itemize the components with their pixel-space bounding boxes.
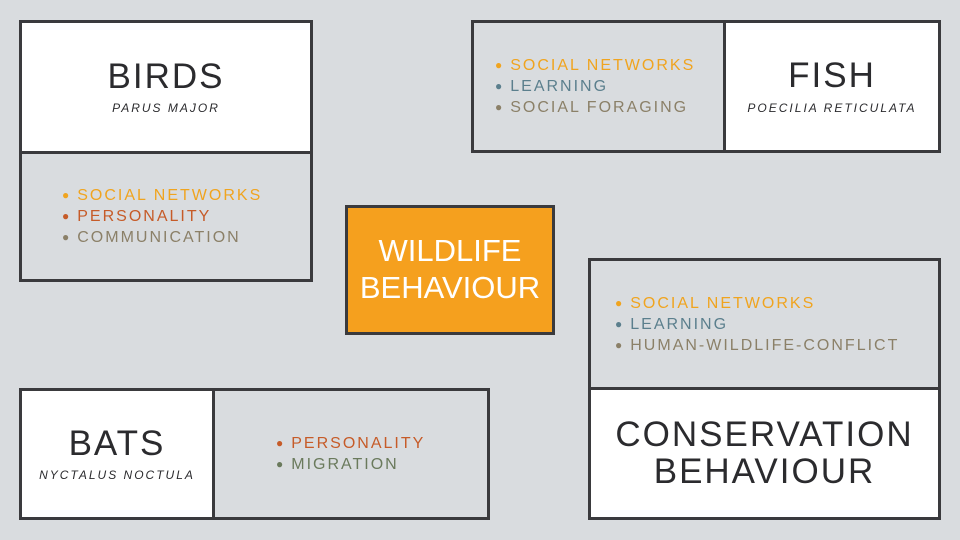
bullet-icon: ● [495, 79, 505, 93]
bats-title-cell: BATS NYCTALUS NOCTULA [22, 391, 215, 517]
list-item: ●SOCIAL FORAGING [495, 99, 689, 116]
list-item: ●SOCIAL NETWORKS [615, 294, 816, 312]
list-item: ●HUMAN-WILDLIFE-CONFLICT [615, 336, 900, 354]
conservation-topic-list: ●SOCIAL NETWORKS ●LEARNING ●HUMAN-WILDLI… [615, 293, 938, 356]
fish-subtitle: POECILIA RETICULATA [747, 100, 917, 115]
list-item: ●COMMUNICATION [62, 229, 241, 246]
bats-list-cell: ●PERSONALITY ●MIGRATION [215, 391, 487, 517]
birds-topic-list: ●SOCIAL NETWORKS ●PERSONALITY ●COMMUNICA… [62, 185, 310, 248]
list-item: ●PERSONALITY [276, 435, 426, 452]
fish-list-cell: ●SOCIAL NETWORKS ●LEARNING ●SOCIAL FORAG… [474, 23, 726, 150]
bats-panel: BATS NYCTALUS NOCTULA ●PERSONALITY ●MIGR… [19, 388, 490, 520]
fish-topic-list: ●SOCIAL NETWORKS ●LEARNING ●SOCIAL FORAG… [495, 55, 723, 118]
bullet-icon: ● [62, 230, 72, 244]
conservation-title-line1: CONSERVATION [615, 414, 914, 454]
center-title-line2: BEHAVIOUR [359, 270, 541, 305]
bullet-icon: ● [615, 337, 625, 352]
fish-title-cell: FISH POECILIA RETICULATA [726, 23, 938, 150]
birds-subtitle: PARUS MAJOR [112, 101, 220, 116]
conservation-title-line2: BEHAVIOUR [653, 451, 876, 491]
bats-subtitle: NYCTALUS NOCTULA [39, 468, 195, 483]
bullet-icon: ● [62, 188, 72, 202]
birds-title-cell: BIRDS PARUS MAJOR [22, 23, 310, 154]
bullet-icon: ● [615, 295, 625, 310]
list-item: ●PERSONALITY [62, 208, 212, 225]
list-item: ●MIGRATION [276, 456, 399, 473]
wildlife-behaviour-box: WILDLIFE BEHAVIOUR [345, 205, 555, 335]
conservation-list-cell: ●SOCIAL NETWORKS ●LEARNING ●HUMAN-WILDLI… [591, 261, 938, 390]
bullet-icon: ● [276, 436, 286, 450]
bats-topic-list: ●PERSONALITY ●MIGRATION [276, 433, 487, 475]
bullet-icon: ● [276, 457, 286, 471]
list-item: ●SOCIAL NETWORKS [495, 57, 696, 74]
list-item: ●SOCIAL NETWORKS [62, 187, 263, 204]
conservation-title-cell: CONSERVATION BEHAVIOUR [591, 390, 938, 517]
list-item: ●LEARNING [615, 315, 729, 333]
bullet-icon: ● [495, 58, 505, 72]
conservation-panel: ●SOCIAL NETWORKS ●LEARNING ●HUMAN-WILDLI… [588, 258, 941, 520]
birds-panel: BIRDS PARUS MAJOR ●SOCIAL NETWORKS ●PERS… [19, 20, 313, 282]
center-title-line1: WILDLIFE [378, 233, 522, 269]
fish-panel: ●SOCIAL NETWORKS ●LEARNING ●SOCIAL FORAG… [471, 20, 941, 153]
bullet-icon: ● [615, 316, 625, 331]
bats-title: BATS [68, 423, 166, 463]
birds-title: BIRDS [107, 56, 225, 96]
birds-list-cell: ●SOCIAL NETWORKS ●PERSONALITY ●COMMUNICA… [22, 154, 310, 279]
list-item: ●LEARNING [495, 78, 609, 95]
bullet-icon: ● [62, 209, 72, 223]
fish-title: FISH [788, 56, 876, 96]
bullet-icon: ● [495, 100, 505, 114]
